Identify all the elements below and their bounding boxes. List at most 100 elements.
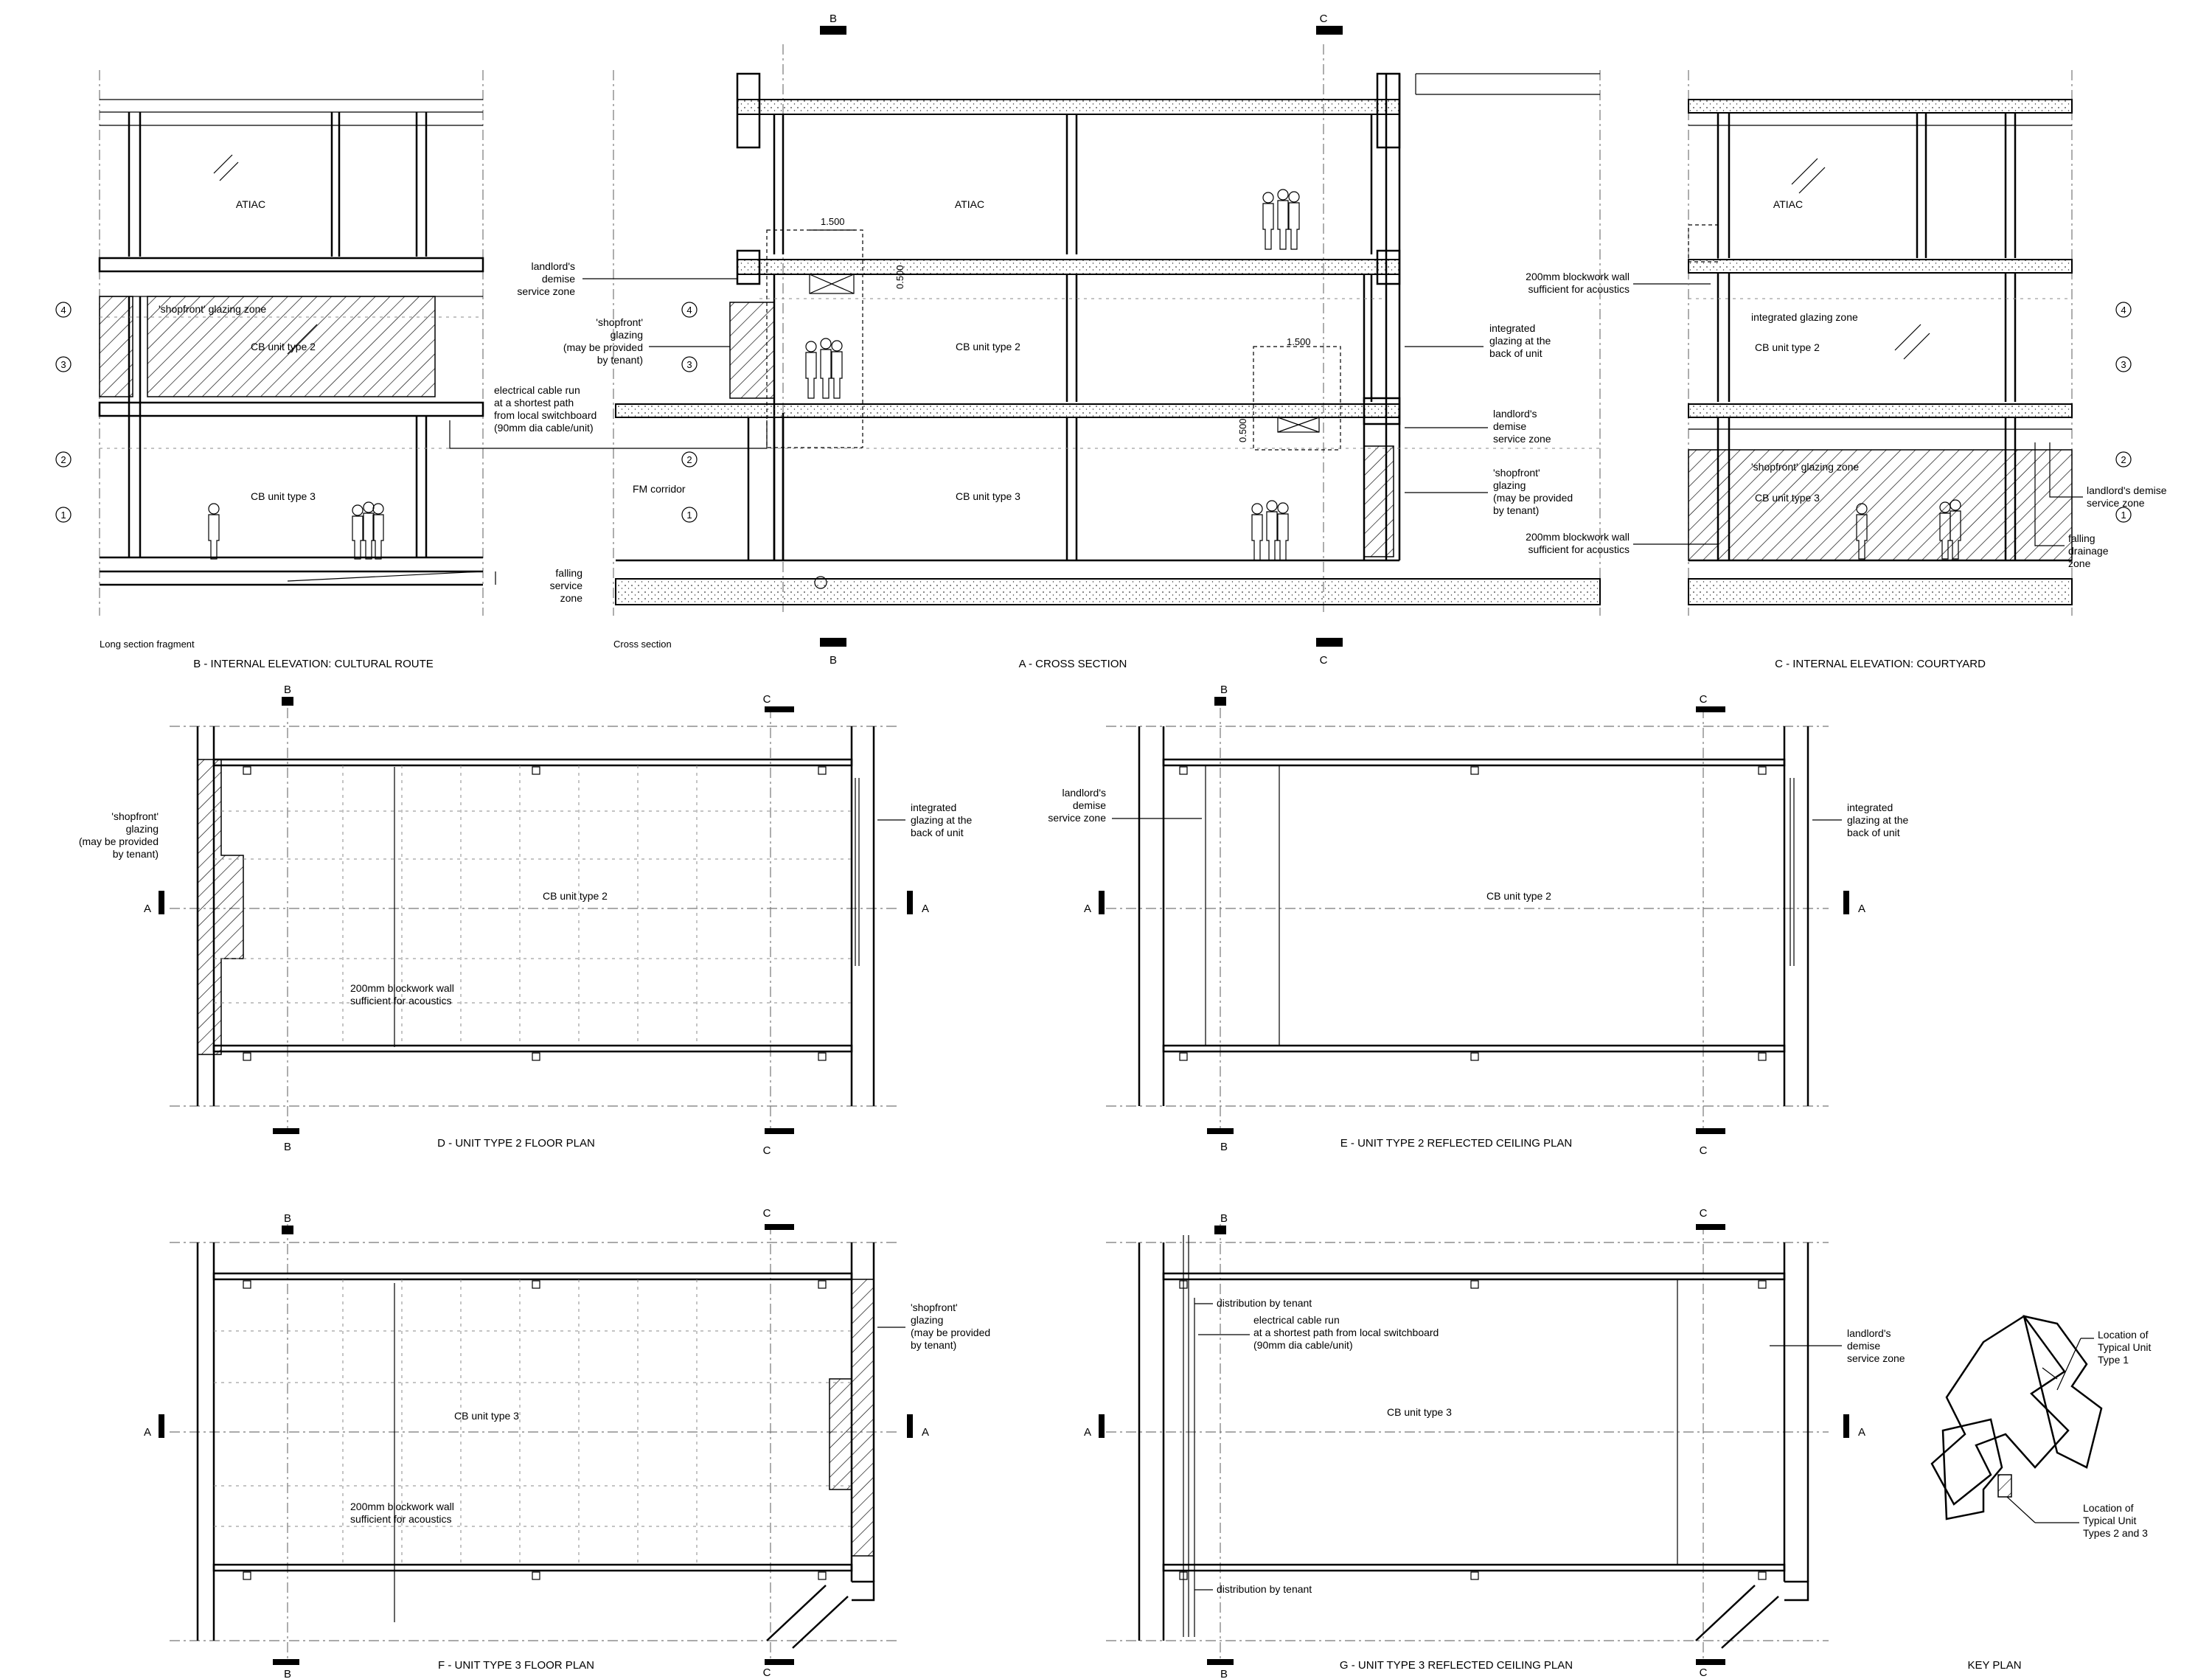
svg-text:landlord's: landlord's [1847,1327,1891,1339]
svg-text:'shopfront': 'shopfront' [1493,467,1540,479]
svg-text:integrated: integrated [911,802,956,813]
e-marker-c-bottom: C [1700,1144,1708,1157]
f-wall-note-2: sufficient for acoustics [350,1513,451,1525]
section-marker-b [1207,1659,1234,1665]
section-marker-a [907,1414,913,1438]
c-unit3-label: CB unit type 3 [1755,492,1820,504]
d-note-shopfront: 'shopfront' glazing (may be provided by … [79,810,159,860]
key-plan-note-type23: Location of Typical Unit Types 2 and 3 [2083,1502,2148,1539]
b-grid-label-4: 4 [60,305,66,316]
a-grid-label-2: 2 [686,454,692,465]
b-atiac-label: ATIAC [236,198,265,210]
svg-text:service zone: service zone [1493,433,1551,445]
svg-text:glazing: glazing [1493,479,1526,491]
svg-text:from local switchboard: from local switchboard [494,409,597,421]
c-grid-label-1: 1 [2121,510,2126,521]
svg-text:service: service [550,580,583,591]
section-marker-a [1843,1414,1849,1438]
section-marker-c [1696,706,1725,712]
e-marker-a-left: A [1084,903,1091,915]
e-marker-b-bottom: B [1220,1141,1228,1153]
svg-text:Location of: Location of [2083,1502,2134,1514]
f-wall-note-1: 200mm blockwork wall [350,1501,454,1512]
a-dim-1: 1.500 [821,216,845,227]
svg-text:integrated: integrated [1489,322,1535,334]
g-dist-bottom: distribution by tenant [1217,1583,1312,1595]
svg-text:demise: demise [1073,799,1106,811]
section-marker-a [159,1414,164,1438]
key-plan-note-type1: Location of Typical Unit Type 1 [2098,1329,2151,1366]
section-marker-a [1099,1414,1105,1438]
svg-text:by tenant): by tenant) [597,354,643,366]
grid-marker-icon [55,451,72,467]
grid-marker-icon [2115,451,2132,467]
section-marker-b-bottom [820,638,846,647]
c-grid-label-2: 2 [2121,454,2126,465]
b-caption: B - INTERNAL ELEVATION: CULTURAL ROUTE [193,658,434,670]
section-marker-b-top [820,26,846,35]
grid-marker-icon [681,302,698,318]
e-unit-label: CB unit type 2 [1486,890,1551,902]
a-note-integrated-glazing: integrated glazing at the back of unit [1405,322,1551,359]
section-marker-b [273,1128,299,1134]
b-unit3-label: CB unit type 3 [251,490,316,502]
section-marker-c [1696,1128,1725,1134]
section-marker-b [1207,1128,1234,1134]
section-marker-b [1214,1226,1226,1234]
c-integrated-zone-label: integrated glazing zone [1751,311,1858,323]
svg-text:200mm blockwork wall: 200mm blockwork wall [1526,271,1630,282]
g-marker-c-top: C [1700,1207,1708,1220]
d-marker-a-left: A [144,903,151,915]
c-shopfront-zone-label: 'shopfront' glazing zone [1751,461,1859,473]
grid-marker-icon [2115,302,2132,318]
a-dim-4: 0.500 [1237,418,1248,442]
f-marker-c-top: C [763,1207,771,1220]
svg-text:(90mm dia cable/unit): (90mm dia cable/unit) [494,422,594,434]
section-marker-a [1099,891,1105,914]
section-marker-c [765,1659,794,1665]
svg-text:'shopfront': 'shopfront' [596,316,643,328]
svg-text:'shopfront': 'shopfront' [911,1301,958,1313]
e-note-integrated: integrated glazing at the back of unit [1812,802,1908,838]
section-marker-b [1214,697,1226,706]
svg-text:Typical Unit: Typical Unit [2098,1341,2151,1353]
svg-text:by tenant): by tenant) [113,848,159,860]
svg-text:demise: demise [1847,1340,1880,1352]
g-marker-a-left: A [1084,1426,1091,1439]
g-marker-c-bottom: C [1700,1666,1708,1679]
f-marker-b-bottom: B [284,1668,291,1679]
d-marker-c-top: C [763,693,771,706]
svg-text:Location of: Location of [2098,1329,2149,1341]
section-marker-c [765,1224,794,1230]
a-unit2-label: CB unit type 2 [956,341,1020,352]
svg-text:glazing at the: glazing at the [911,814,972,826]
a-grid-label-3: 3 [686,359,692,370]
d-caption: D - UNIT TYPE 2 FLOOR PLAN [437,1137,595,1150]
svg-text:service zone: service zone [2087,497,2145,509]
section-marker-c-bottom [1316,638,1343,647]
svg-text:Type 1: Type 1 [2098,1354,2129,1366]
g-unit-label: CB unit type 3 [1387,1406,1452,1418]
section-marker-b [282,1226,293,1234]
key-plan-building-a [1930,1315,2070,1506]
svg-text:falling: falling [555,567,582,579]
grid-marker-icon [55,302,72,318]
a-marker-b-top: B [830,13,837,25]
svg-text:back of unit: back of unit [1489,347,1543,359]
d-wall-note-2: sufficient for acoustics [350,995,451,1007]
svg-text:back of unit: back of unit [911,827,964,838]
d-marker-c-bottom: C [763,1144,771,1157]
f-marker-a-left: A [144,1426,151,1439]
f-marker-b-top: B [284,1212,291,1225]
svg-text:glazing: glazing [911,1314,943,1326]
a-note-falling-service: falling service zone [495,567,582,604]
human-figure-icon [208,501,384,560]
svg-text:demise: demise [542,273,575,285]
key-plan-unit-2-3-highlight [1997,1474,2012,1498]
g-note-cable: electrical cable run at a shortest path … [1198,1314,1439,1351]
a-grid-label-1: 1 [686,510,692,521]
c-note-falling-drainage: falling drainage zone [2034,442,2109,569]
b-shopfront-zone-label: 'shopfront' glazing zone [159,303,266,315]
a-unit3-label: CB unit type 3 [956,490,1020,502]
